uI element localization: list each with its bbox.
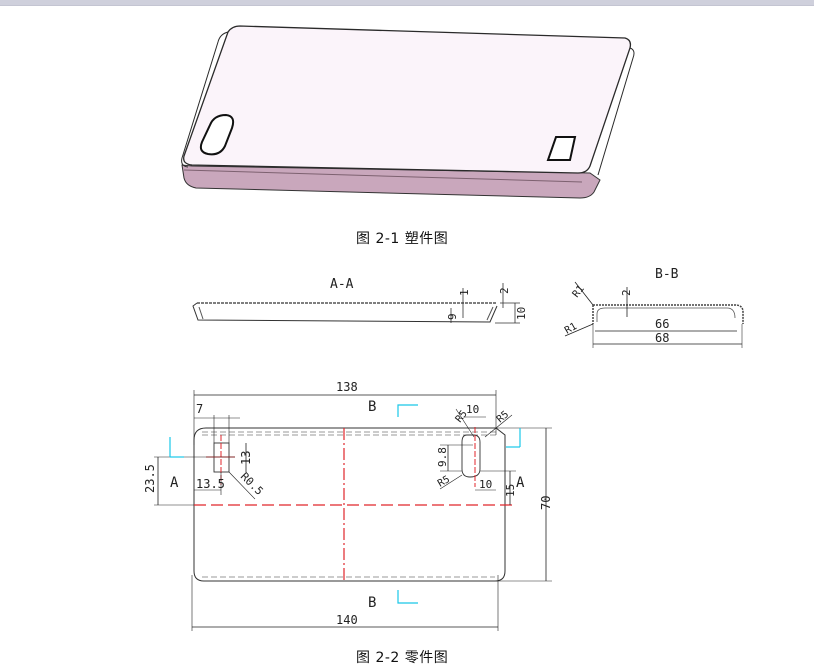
svg-text:10: 10	[466, 403, 479, 416]
svg-text:B: B	[368, 399, 376, 415]
svg-text:1: 1	[458, 289, 471, 296]
svg-text:R1: R1	[571, 284, 587, 300]
svg-text:13.5: 13.5	[196, 477, 225, 491]
svg-text:70: 70	[539, 496, 553, 510]
section-bb-drawing: B-B 66 68 2 R1 R1	[563, 267, 744, 348]
svg-text:7: 7	[196, 402, 203, 416]
figure-2-1-caption: 图 2-1 塑件图	[356, 231, 449, 247]
svg-text:23.5: 23.5	[143, 464, 157, 493]
section-bb-title: B-B	[655, 267, 679, 282]
svg-text:R0.5: R0.5	[238, 470, 266, 498]
svg-text:13: 13	[239, 451, 253, 465]
svg-text:9: 9	[446, 313, 459, 320]
svg-text:15: 15	[504, 484, 517, 497]
svg-text:2: 2	[620, 289, 633, 296]
svg-text:A: A	[516, 475, 525, 491]
svg-text:9.8: 9.8	[436, 447, 449, 467]
section-bb-view: B-B 66 68 2 R1 R1	[555, 262, 755, 352]
svg-text:R5: R5	[436, 474, 452, 490]
svg-text:10: 10	[479, 478, 492, 491]
svg-text:138: 138	[336, 380, 358, 394]
figure-2-2-part-drawing: 138 140 70 7 13 13.5 23.5 R0.5 10 R5 R5 …	[140, 375, 560, 640]
part-drawing-plan-view: 138 140 70 7 13 13.5 23.5 R0.5 10 R5 R5 …	[143, 380, 553, 631]
figure-2-2-caption: 图 2-2 零件图	[356, 650, 449, 666]
svg-text:2: 2	[498, 287, 511, 294]
svg-text:68: 68	[655, 331, 669, 345]
svg-text:R1: R1	[563, 321, 579, 337]
svg-text:A: A	[170, 475, 179, 491]
section-aa-drawing: A-A 1 2 9 10	[192, 277, 528, 324]
svg-text:B: B	[368, 595, 376, 611]
figure-2-1-isometric-view	[170, 20, 650, 205]
svg-text:10: 10	[515, 307, 528, 320]
svg-text:R5: R5	[495, 409, 511, 425]
section-aa-title: A-A	[330, 277, 354, 292]
svg-text:140: 140	[336, 613, 358, 627]
svg-text:66: 66	[655, 317, 669, 331]
section-aa-view: A-A 1 2 9 10	[185, 268, 530, 328]
phone-case-3d-drawing	[181, 25, 635, 199]
top-border-bar	[0, 0, 814, 6]
